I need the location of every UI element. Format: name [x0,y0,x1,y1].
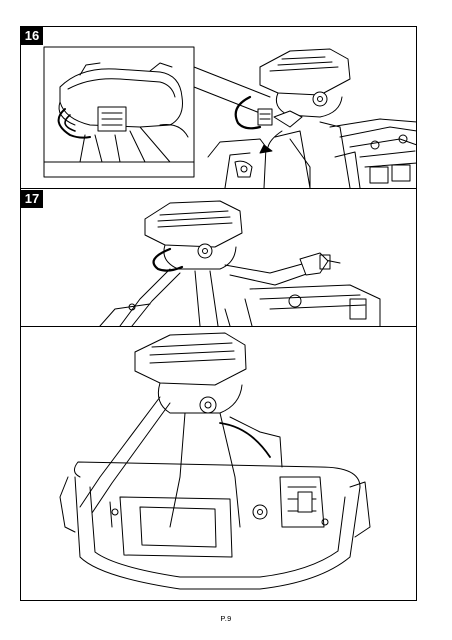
robot-body [59,396,371,590]
step-17-illustration-bottom [20,327,417,599]
page-number: P.9 [220,614,232,623]
step-16-badge: 16 [21,27,43,45]
detail-inset [43,46,195,178]
step-16-illustration [20,27,417,188]
robot-body [207,118,417,188]
robot-head [134,332,247,414]
robot-head [234,48,351,154]
robot-head [144,200,243,272]
step-divider [20,188,417,189]
step-17-illustration-top [20,189,417,326]
page-frame [20,26,417,601]
robot-body [99,252,381,326]
substep-divider [20,326,417,327]
step-17-badge: 17 [21,190,43,208]
